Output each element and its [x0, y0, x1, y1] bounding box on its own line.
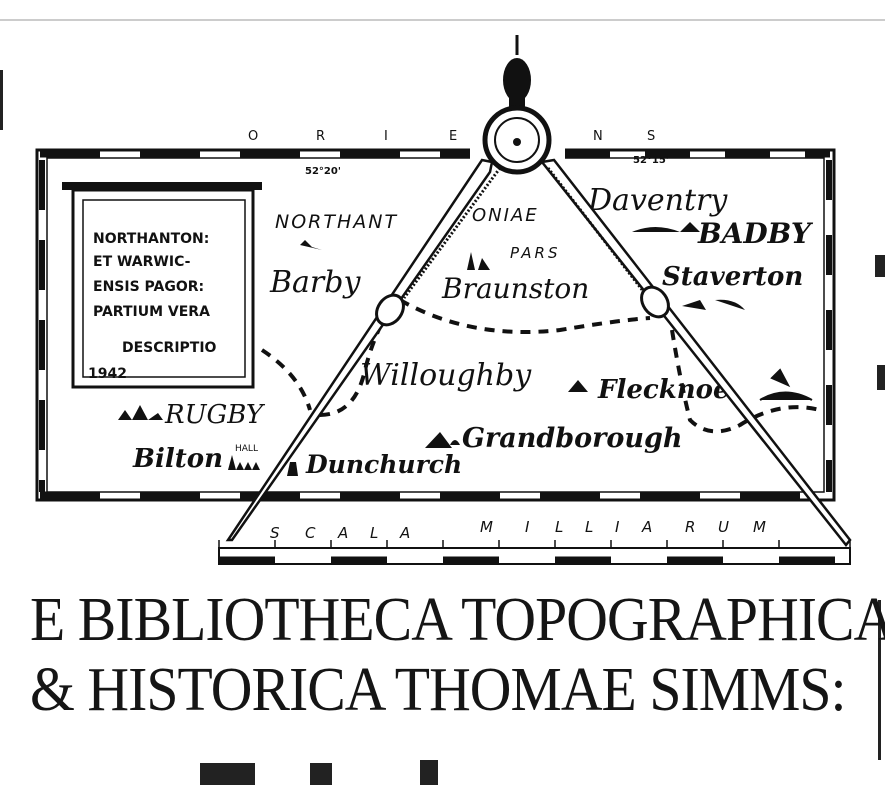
- bookplate-title-line-2: & HISTORICA THOMAE SIMMS:: [30, 656, 847, 724]
- windmill-icon-east: [759, 368, 813, 401]
- svg-text:NORTHANTON:: NORTHANTON:: [93, 231, 209, 247]
- place-grandborough: Grandborough: [462, 423, 683, 454]
- svg-text:L: L: [370, 524, 378, 542]
- svg-text:L: L: [585, 518, 593, 536]
- place-barby: Barby: [269, 265, 361, 300]
- place-rugby: RUGBY: [164, 400, 266, 430]
- title-cartouche: NORTHANTON: ET WARWIC- ENSIS PAGOR: PART…: [62, 182, 262, 389]
- svg-text:ET WARWIC-: ET WARWIC-: [93, 254, 191, 270]
- svg-text:O: O: [248, 129, 258, 144]
- roads: [260, 298, 821, 434]
- latitude-right: 52°15': [633, 155, 669, 166]
- region-label-oniae: ONIAE: [472, 205, 539, 226]
- place-staverton: Staverton: [662, 262, 803, 292]
- place-braunston: Braunston: [441, 272, 589, 305]
- place-dunchurch: Dunchurch: [305, 450, 462, 479]
- church-icon-dunchurch: [287, 462, 298, 476]
- dividers-compass: [225, 35, 852, 548]
- hill-icon-staverton: [682, 299, 745, 310]
- svg-text:A: A: [641, 518, 652, 536]
- mark: [450, 440, 460, 445]
- hall-icon: [228, 455, 260, 470]
- svg-text:M: M: [480, 518, 493, 536]
- place-badby: BADBY: [697, 217, 814, 250]
- svg-text:N: N: [593, 129, 603, 144]
- region-label-northant: NORTHANT: [275, 211, 398, 233]
- svg-text:ENSIS PAGOR:: ENSIS PAGOR:: [93, 279, 204, 295]
- scale-label: S C A L A M I L L I A R U M: [270, 518, 766, 542]
- map-frame: [35, 145, 836, 502]
- svg-text:L: L: [555, 518, 563, 536]
- svg-text:DESCRIPTIO: DESCRIPTIO: [122, 340, 217, 356]
- svg-text:I: I: [525, 518, 530, 536]
- svg-text:A: A: [399, 524, 410, 542]
- scan-marks: [0, 70, 885, 785]
- place-hall: HALL: [235, 444, 258, 454]
- bookplate-title-line-1: E BIBLIOTHECA TOPOGRAPHICA: [30, 586, 885, 654]
- svg-text:M: M: [753, 518, 766, 536]
- place-flecknoe: Flecknoe: [597, 375, 730, 405]
- svg-text:E: E: [449, 129, 457, 144]
- place-bilton: Bilton: [132, 444, 223, 474]
- church-icon-grandborough: [425, 432, 452, 448]
- castle-icon-barby: [300, 240, 322, 250]
- svg-text:A: A: [337, 524, 348, 542]
- svg-text:C: C: [305, 524, 316, 542]
- svg-text:U: U: [718, 518, 729, 536]
- place-names: NORTHANT ONIAE PARS Barby Braunston Dave…: [132, 183, 814, 479]
- svg-text:I: I: [384, 129, 388, 144]
- svg-text:R: R: [685, 518, 695, 536]
- region-label-pars: PARS: [510, 244, 561, 262]
- place-daventry: Daventry: [587, 183, 728, 218]
- svg-text:1942: 1942: [88, 366, 127, 382]
- svg-text:S: S: [647, 129, 655, 144]
- place-willoughby: Willoughby: [360, 358, 532, 393]
- hill-icon-badby: [632, 222, 700, 232]
- svg-text:I: I: [615, 518, 620, 536]
- scale-bar: [218, 540, 851, 565]
- svg-text:S: S: [270, 524, 280, 542]
- svg-text:PARTIUM VERA: PARTIUM VERA: [93, 304, 210, 320]
- windmill-icon-braunston: [467, 252, 490, 270]
- hill-icon-flecknoe: [568, 380, 588, 392]
- orientation-letters: O R I E N S: [248, 129, 655, 144]
- town-icon-rugby: [118, 405, 163, 420]
- latitude-left: 52°20': [305, 166, 341, 177]
- svg-text:R: R: [316, 129, 325, 144]
